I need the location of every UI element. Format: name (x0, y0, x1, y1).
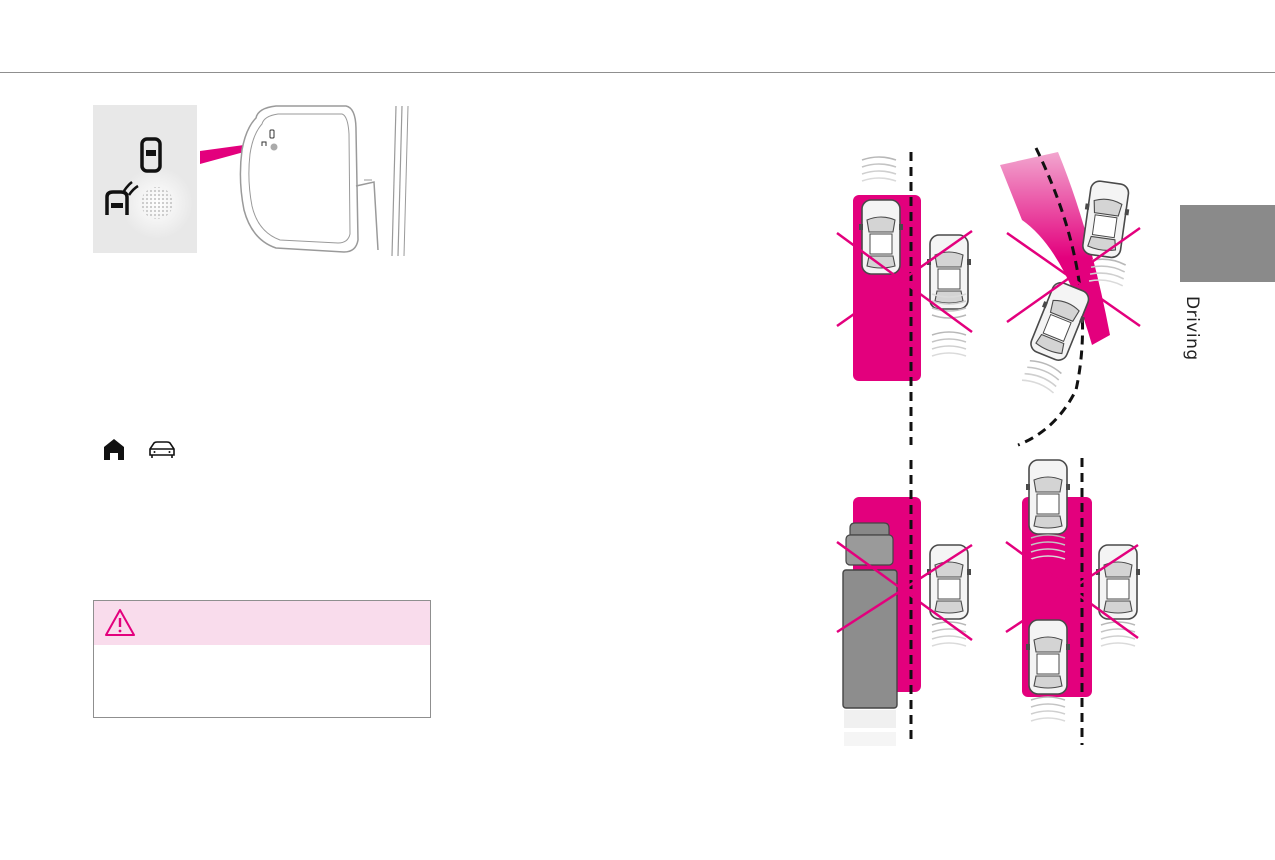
section-tab-marker (1180, 205, 1275, 282)
scenario-truck (836, 460, 973, 746)
warning-triangle-icon (105, 609, 135, 636)
warning-header (94, 601, 430, 645)
blis-limitation-scenarios (800, 140, 1160, 760)
warning-body (94, 645, 430, 665)
scenario-overtaking (836, 152, 973, 445)
blis-indicator-icon (261, 129, 278, 151)
blis-indicator-inset (93, 105, 197, 253)
header-rule (0, 72, 1275, 73)
mode-icons (103, 437, 178, 463)
section-tab-label: Driving (1182, 296, 1202, 361)
car-symbol-icon (105, 190, 129, 215)
car-icon (149, 441, 175, 458)
car-symbol-icon (140, 137, 162, 173)
scenario-curve (1000, 147, 1141, 447)
side-mirror-illustration (196, 100, 426, 265)
warning-box (93, 600, 431, 718)
scenario-parallel (1005, 458, 1141, 745)
home-icon (104, 439, 124, 460)
